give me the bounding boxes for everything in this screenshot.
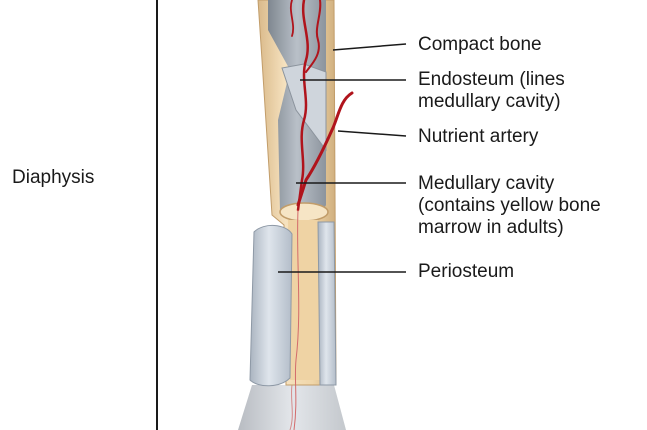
diaphysis-label: Diaphysis: [12, 167, 95, 188]
medullary-artery-branch: [305, 0, 322, 73]
shaft-fiber-line: [289, 384, 293, 430]
medullary-label-line: Medullary cavity: [418, 173, 555, 194]
medullary-label-line: (contains yellow bone: [418, 195, 601, 216]
leader-line-compact-bone: [332, 43, 407, 51]
medullary-label-line: marrow in adults): [418, 217, 564, 238]
leader-line-nutrient-artery: [337, 130, 407, 137]
endosteum-label-line: medullary cavity): [418, 91, 561, 112]
artery-descending-fiber: [293, 209, 300, 430]
endosteum-flap: [281, 63, 327, 152]
medullary-artery-main: [296, 0, 309, 212]
inner-bone-strip: [288, 220, 320, 380]
compact-bone-label: Compact bone: [418, 34, 542, 55]
medullary-artery-branch: [289, 0, 295, 37]
nutrient-artery-label: Nutrient artery: [418, 126, 539, 147]
endosteum-label: Endosteum (lines medullary cavity): [418, 69, 565, 113]
nutrient-artery-vessel: [296, 91, 354, 207]
endosteum-label-line: Endosteum (lines: [418, 69, 565, 90]
periosteum-sleeve: [249, 225, 293, 387]
periosteum-right-strip: [317, 221, 337, 386]
cavity-floor-ring: [279, 202, 329, 222]
periosteum-label: Periosteum: [418, 261, 515, 282]
medullary-cavity-label: Medullary cavity (contains yellow bone m…: [418, 173, 601, 239]
